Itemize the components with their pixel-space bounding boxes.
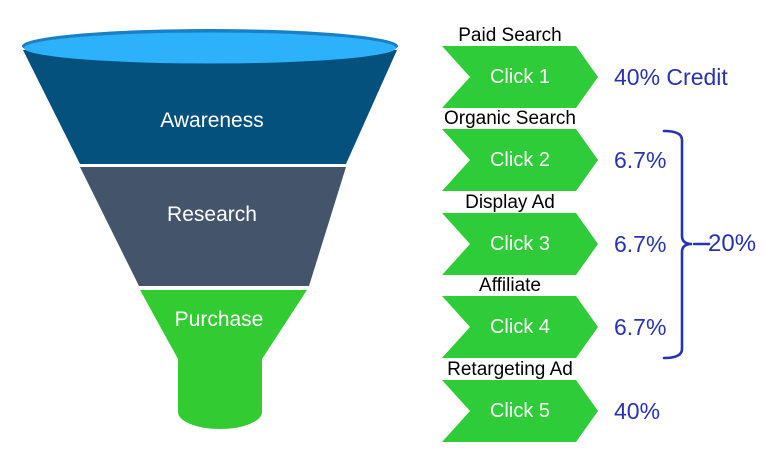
touchpoint-row-affiliate: Affiliate Click 4 6.7%	[432, 275, 765, 358]
funnel-label-awareness: Awareness	[160, 109, 264, 132]
click-arrow-label: Click 2	[489, 149, 550, 171]
source-label: Affiliate	[479, 275, 541, 296]
funnel-stage-purchase-and-stem	[140, 290, 307, 429]
grouping-brace	[662, 129, 711, 360]
click-arrow-5: Click 5	[442, 380, 598, 442]
source-label: Organic Search	[443, 108, 576, 129]
funnel-stage-awareness	[23, 50, 397, 164]
source-label: Display Ad	[465, 192, 555, 213]
click-arrow-label: Click 4	[489, 316, 550, 338]
funnel-label-purchase: Purchase	[174, 308, 264, 331]
source-label: Retargeting Ad	[447, 359, 573, 380]
brace-path	[662, 129, 693, 360]
touchpoint-row-retargeting-ad: Retargeting Ad Click 5 40%	[432, 359, 765, 442]
funnel-stage-research	[80, 167, 346, 286]
funnel-label-research: Research	[167, 203, 257, 226]
click-arrow-label: Click 5	[489, 400, 550, 422]
source-label: Paid Search	[458, 25, 562, 46]
click-arrow-label: Click 1	[489, 66, 550, 88]
credit-value: 6.7%	[614, 147, 667, 173]
credit-value: 40% Credit	[614, 64, 728, 90]
click-arrow-label: Click 3	[489, 233, 550, 255]
credit-value: 6.7%	[614, 231, 667, 257]
touchpoint-row-paid-search: Paid Search Click 1 40% Credit	[432, 25, 765, 108]
credit-value: 40%	[614, 398, 661, 424]
touchpoint-row-display-ad: Display Ad Click 3 6.7%	[432, 192, 765, 275]
funnel-graphic	[22, 29, 398, 429]
click-arrow-1: Click 1	[442, 46, 598, 108]
click-arrow-3: Click 3	[442, 213, 598, 275]
funnel-top-opening	[24, 32, 396, 64]
touchpoint-row-organic-search: Organic Search Click 2 6.7%	[432, 108, 765, 191]
group-total-value: 20%	[708, 230, 757, 257]
click-arrow-4: Click 4	[442, 296, 598, 358]
credit-value: 6.7%	[614, 314, 667, 340]
click-arrow-2: Click 2	[442, 129, 598, 191]
